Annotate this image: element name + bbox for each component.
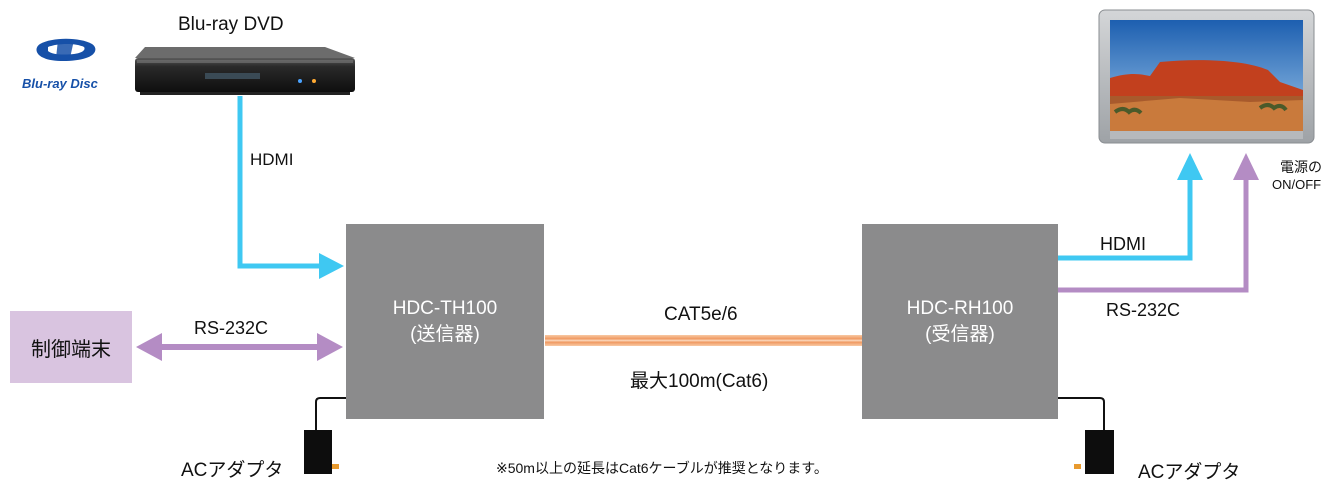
tv-monitor-icon	[1098, 9, 1315, 144]
ac-adapter-left-label: ACアダプタ	[181, 460, 284, 481]
bluray-player-icon	[135, 47, 355, 95]
transmitter-role: (送信器)	[410, 323, 480, 345]
rs232-right-arrow	[1058, 153, 1259, 293]
rs232-left-arrow	[136, 333, 343, 361]
receiver-role: (受信器)	[925, 323, 995, 345]
hdmi-output-label: HDMI	[1100, 234, 1146, 254]
bluray-logo-icon	[36, 38, 96, 61]
cat-cable	[545, 335, 862, 346]
transmitter-model: HDC-TH100	[392, 297, 498, 319]
ac-adapter-icon	[1058, 397, 1114, 474]
tv-power-label-line2: ON/OFF	[1272, 177, 1322, 192]
distance-label: 最大100m(Cat6)	[630, 371, 769, 392]
receiver-model: HDC-RH100	[906, 297, 1014, 319]
rs232-left-label: RS-232C	[194, 318, 269, 338]
cable-label: CAT5e/6	[664, 304, 738, 325]
tv-power-label-line1: 電源の	[1280, 159, 1322, 175]
receiver-box: HDC-RH100 (受信器)	[862, 224, 1058, 419]
rs232-right-label: RS-232C	[1106, 300, 1181, 320]
transmitter-box: HDC-TH100 (送信器)	[346, 224, 544, 419]
hdmi-input-arrow	[237, 96, 344, 279]
control-terminal: 制御端末	[10, 311, 132, 383]
bluray-player-label: Blu-ray DVD	[178, 14, 284, 35]
ac-adapter-icon	[304, 397, 346, 474]
footnote: ※50m以上の延長はCat6ケーブルが推奨となります。	[496, 460, 828, 476]
hdmi-output-arrow	[1058, 153, 1203, 261]
ac-adapter-right-label: ACアダプタ	[1138, 462, 1241, 483]
bluray-logo-text: Blu-ray Disc	[22, 76, 98, 91]
hdmi-input-label: HDMI	[250, 150, 294, 169]
